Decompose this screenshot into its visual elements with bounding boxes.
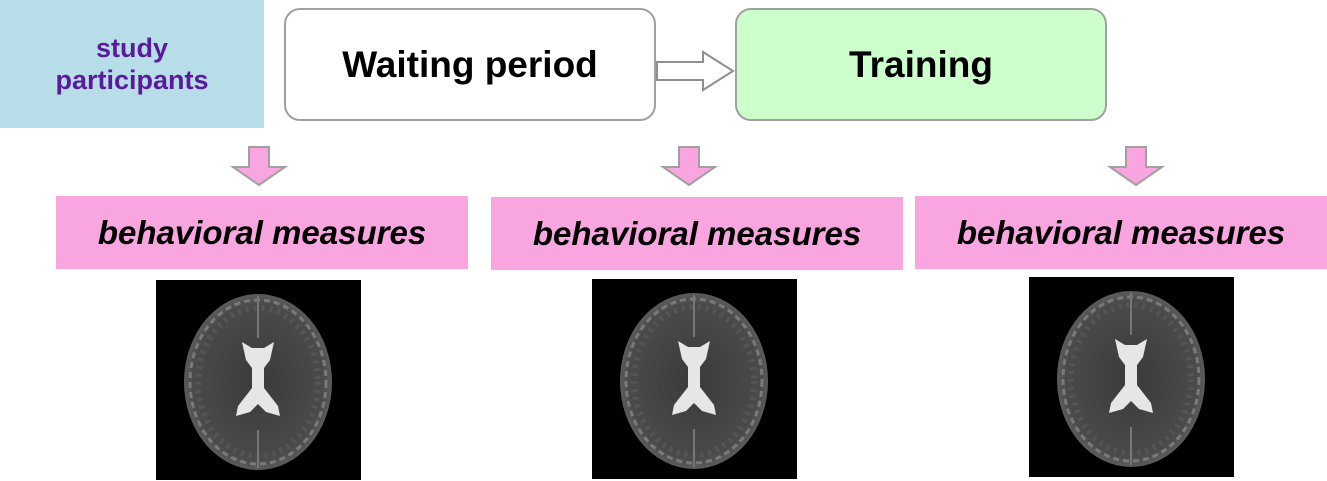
brain-slice-graphic <box>184 294 332 470</box>
down-arrow-icon <box>660 146 718 187</box>
brain-mri-image <box>1029 277 1234 477</box>
brain-mri-image <box>592 279 797 479</box>
behavioral-measures-label: behavioral measures <box>956 213 1286 251</box>
behavioral-measures-box: behavioral measures <box>915 196 1327 269</box>
behavioral-measures-label: behavioral measures <box>97 213 427 251</box>
brain-mri-image <box>156 280 361 480</box>
brain-slice-graphic <box>1057 291 1205 467</box>
behavioral-measures-label: behavioral measures <box>532 214 862 252</box>
waiting-period-label: Waiting period <box>342 43 598 85</box>
study-participants-box: study participants <box>0 0 264 128</box>
waiting-period-box: Waiting period <box>284 8 656 121</box>
behavioral-measures-box: behavioral measures <box>491 197 903 270</box>
right-arrow-icon <box>656 50 735 92</box>
behavioral-measures-box: behavioral measures <box>56 196 468 269</box>
training-label: Training <box>849 43 993 85</box>
training-box: Training <box>735 8 1107 121</box>
study-participants-label: study participants <box>55 32 209 95</box>
brain-slice-graphic <box>620 293 768 469</box>
down-arrow-icon <box>230 146 288 187</box>
down-arrow-icon <box>1107 146 1165 187</box>
